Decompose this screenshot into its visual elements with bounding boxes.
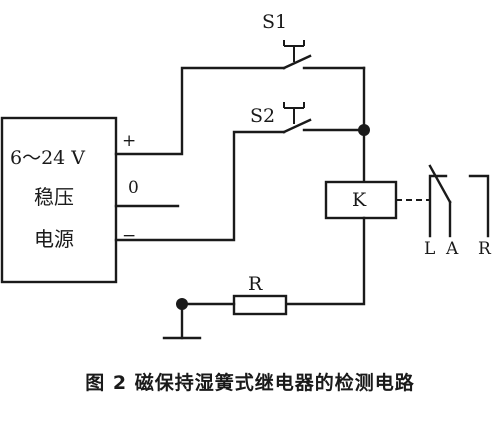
switch-s1-pushbutton-icon [283, 40, 305, 62]
supply-label-line2: 电源 [34, 227, 74, 251]
wire-plus-to-s1 [114, 66, 286, 156]
supply-label-line1: 稳压 [34, 185, 74, 209]
relay-label: K [352, 189, 367, 211]
figure-caption: 图 2 磁保持湿簧式继电器的检测电路 [85, 372, 415, 394]
terminal-plus-label: + [122, 131, 136, 151]
contact-label-l: L [424, 239, 435, 259]
power-supply-box [0, 116, 118, 284]
switch-s1-blade [282, 54, 312, 70]
resistor-label: R [248, 273, 263, 295]
switch-s2-pushbutton-icon [283, 102, 305, 124]
wire-relay-to-resistor [284, 216, 366, 306]
terminal-minus-label: − [122, 226, 136, 246]
switch-s2-label: S2 [250, 105, 275, 127]
switch-s2-blade [282, 118, 312, 134]
resistor-box [232, 294, 288, 316]
contact-label-a: A [445, 239, 459, 259]
terminal-zero-label: 0 [128, 178, 139, 198]
reed-contacts-icon [428, 164, 490, 238]
supply-voltage-label: 6～24 V [10, 147, 85, 169]
switch-s1-label: S1 [262, 11, 287, 33]
contact-label-r: R [478, 239, 492, 259]
wire-minus-to-s2 [114, 130, 286, 242]
